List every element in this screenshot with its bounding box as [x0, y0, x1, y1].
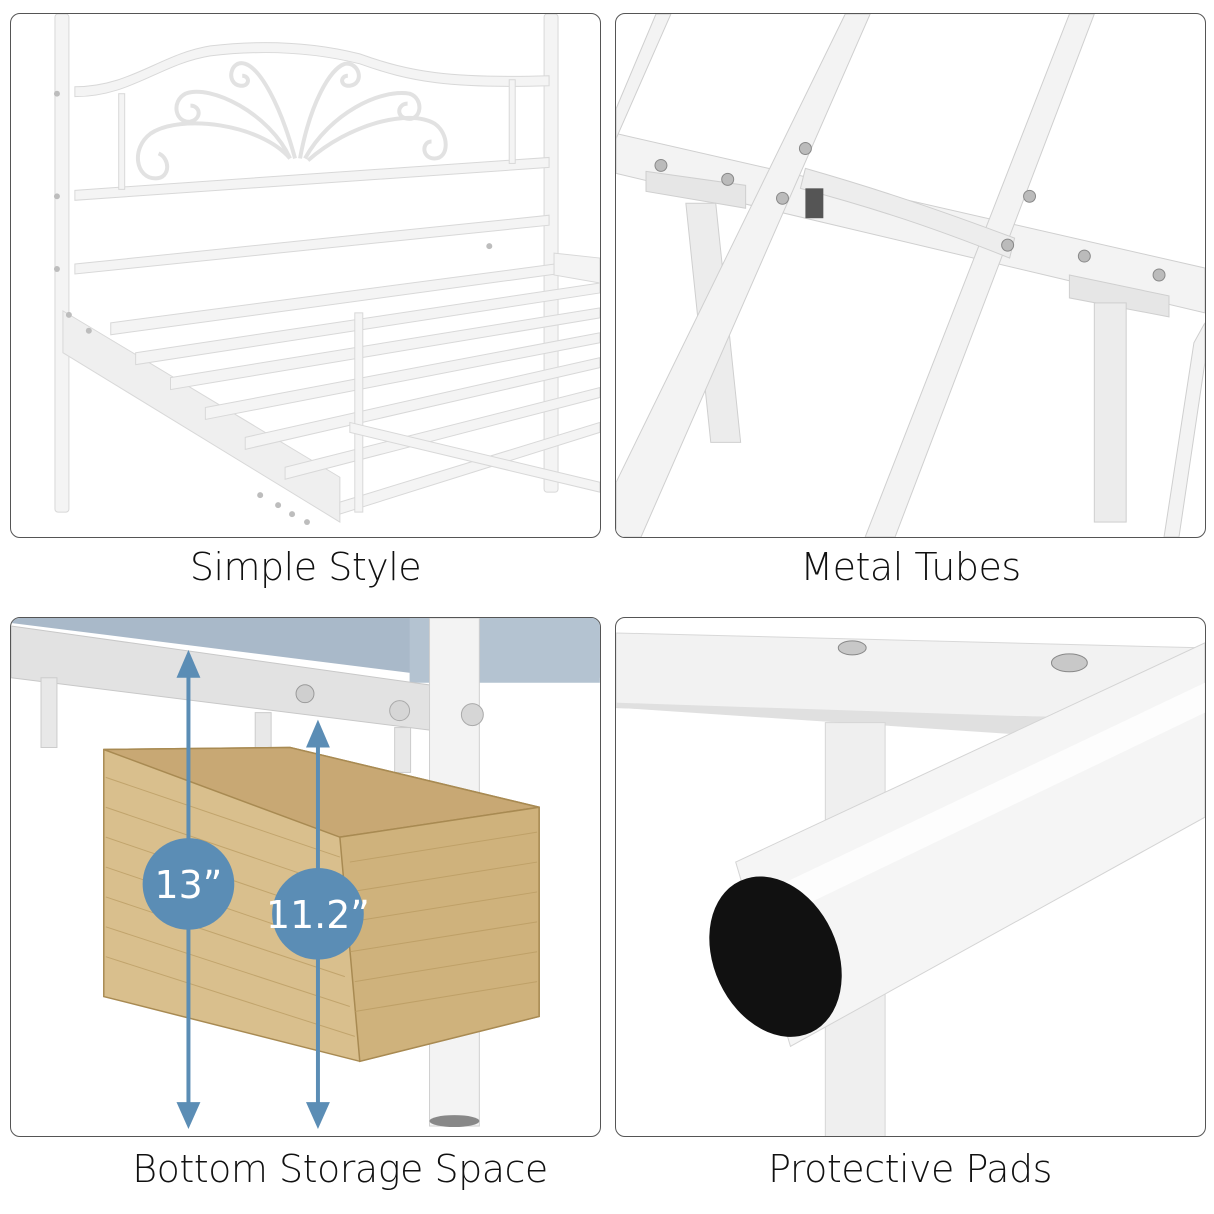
- metal-tubes-caption: Metal Tubes: [800, 545, 1021, 589]
- simple-style-caption: Simple Style: [189, 545, 422, 589]
- protective-pads-image: [615, 617, 1206, 1137]
- rubber-pad: [709, 876, 842, 1037]
- protective-pad-illustration: [616, 632, 1205, 1136]
- headboard-illustration: [53, 14, 600, 526]
- measurement-13-arrow: [142, 649, 235, 1130]
- simple-style-image: [10, 13, 601, 538]
- protective-pads-caption: Protective Pads: [768, 1147, 1052, 1191]
- bottom-storage-caption: Bottom Storage Space: [132, 1147, 548, 1191]
- measurement-11-2-arrow: [272, 719, 364, 1130]
- bottom-storage-image: 13” 11.2”: [10, 617, 601, 1137]
- metal-tubes-illustration: [616, 14, 1205, 537]
- measurement-11-2-label: 11.2”: [266, 893, 370, 937]
- storage-illustration: 13” 11.2”: [11, 618, 600, 1130]
- measurement-13-label: 13”: [155, 863, 223, 907]
- metal-tubes-image: [615, 13, 1206, 538]
